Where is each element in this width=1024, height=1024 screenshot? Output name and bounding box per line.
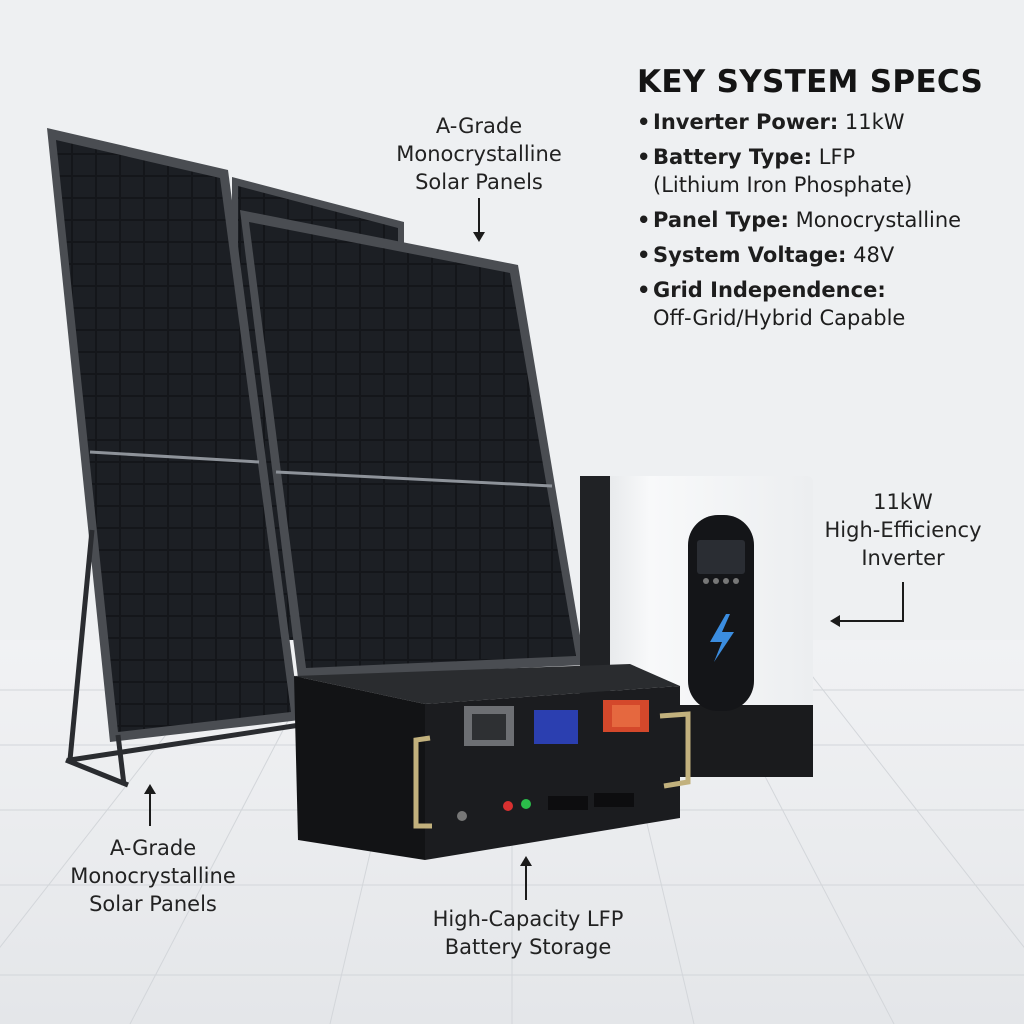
spec-system-voltage: System Voltage: 48V bbox=[637, 241, 1017, 269]
battery-unit bbox=[294, 664, 691, 860]
callout-line: High-Capacity LFP bbox=[432, 907, 624, 931]
spec-value: LFP bbox=[818, 145, 856, 169]
inverter-callout: 11kW High-Efficiency Inverter bbox=[808, 488, 998, 572]
solar-panel-left bbox=[47, 128, 300, 742]
callout-line: High-Efficiency bbox=[824, 518, 982, 542]
solar-panel-front bbox=[240, 210, 585, 678]
spec-value: Monocrystalline bbox=[795, 208, 962, 232]
panels-bottom-callout: A-Grade Monocrystalline Solar Panels bbox=[44, 834, 262, 918]
spec-label: Panel Type: bbox=[653, 208, 789, 232]
spec-value: 48V bbox=[853, 243, 895, 267]
spec-value: 11kW bbox=[844, 110, 905, 134]
spec-label: System Voltage: bbox=[653, 243, 847, 267]
spec-inverter-power: Inverter Power: 11kW bbox=[637, 108, 1017, 136]
callout-line: A-Grade bbox=[109, 836, 197, 860]
callout-line: Solar Panels bbox=[89, 892, 217, 916]
callout-line: Battery Storage bbox=[444, 935, 612, 959]
callout-line: 11kW bbox=[873, 490, 933, 514]
callout-line: Inverter bbox=[861, 546, 945, 570]
panels-top-callout: A-Grade Monocrystalline Solar Panels bbox=[370, 112, 588, 196]
callout-line: Monocrystalline bbox=[396, 142, 562, 166]
specs-title: KEY SYSTEM SPECS bbox=[637, 64, 984, 100]
spec-panel-type: Panel Type: Monocrystalline bbox=[637, 206, 1017, 234]
key-specs-panel: KEY SYSTEM SPECS Inverter Power: 11kW Ba… bbox=[637, 64, 1017, 339]
callout-line: Monocrystalline bbox=[70, 864, 236, 888]
spec-value-detail: (Lithium Iron Phosphate) bbox=[653, 173, 913, 197]
panel-stand bbox=[65, 529, 301, 788]
callout-arrows bbox=[144, 198, 904, 900]
spec-value-detail: Off-Grid/Hybrid Capable bbox=[653, 306, 906, 330]
spec-label: Battery Type: bbox=[653, 145, 813, 169]
battery-callout: High-Capacity LFP Battery Storage bbox=[410, 905, 646, 961]
spec-grid-independence: Grid Independence: Off-Grid/Hybrid Capab… bbox=[637, 276, 1017, 332]
callout-line: Solar Panels bbox=[415, 170, 543, 194]
callout-line: A-Grade bbox=[435, 114, 523, 138]
spec-label: Grid Independence: bbox=[653, 278, 886, 302]
lightning-bolt-icon bbox=[710, 614, 734, 662]
spec-battery-type: Battery Type: LFP (Lithium Iron Phosphat… bbox=[637, 143, 1017, 199]
spec-label: Inverter Power: bbox=[653, 110, 839, 134]
